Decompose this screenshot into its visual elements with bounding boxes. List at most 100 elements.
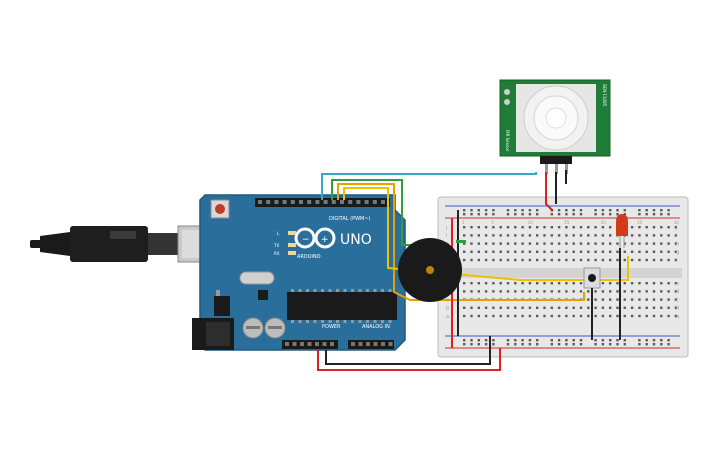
- breadboard-hole: [630, 258, 634, 262]
- breadboard-hole: [499, 258, 502, 262]
- breadboard-hole: [550, 306, 553, 309]
- rail-hole: [645, 339, 648, 342]
- chip-pin: [313, 289, 317, 292]
- breadboard-hole: [477, 258, 480, 262]
- breadboard-hole: [528, 250, 532, 253]
- rail-hole: [557, 343, 561, 346]
- breadboard-hole: [536, 234, 539, 237]
- row-letter: b: [676, 306, 679, 312]
- breadboard-hole: [572, 242, 575, 245]
- rail-hole: [638, 343, 641, 346]
- breadboard-hole: [484, 234, 488, 237]
- breadboard-hole: [674, 306, 678, 309]
- breadboard-hole: [528, 226, 532, 229]
- breadboard-hole: [601, 234, 605, 237]
- analog-pin: [373, 342, 378, 346]
- rail-hole: [506, 209, 510, 212]
- pir-sensor[interactable]: PIR Sensor SEN-13285: [499, 79, 611, 174]
- breadboard-hole: [630, 306, 634, 309]
- rail-hole: [492, 343, 495, 346]
- breadboard-hole: [579, 314, 583, 318]
- breadboard-hole: [506, 258, 510, 262]
- rail-hole: [565, 343, 568, 346]
- breadboard-hole: [543, 226, 546, 229]
- breadboard-hole: [484, 250, 488, 253]
- breadboard-hole: [470, 314, 473, 318]
- breadboard-hole: [463, 306, 466, 309]
- digital-pin: [356, 200, 361, 204]
- breadboard-hole: [660, 314, 663, 318]
- breadboard-hole: [477, 234, 480, 237]
- breadboard-hole: [492, 250, 495, 253]
- arduino-board[interactable]: − + UNO ARDUINO DIGITAL (PWM~) L TX RX O…: [192, 194, 406, 351]
- breadboard-hole: [616, 290, 619, 293]
- breadboard-hole: [616, 242, 619, 245]
- breadboard-hole: [492, 242, 495, 245]
- breadboard-hole: [601, 290, 605, 293]
- breadboard-hole: [492, 282, 495, 285]
- breadboard-hole: [616, 298, 619, 301]
- rail-hole: [572, 213, 575, 216]
- rail-hole: [506, 343, 510, 346]
- rail-hole: [616, 343, 619, 346]
- row-letter: f: [676, 258, 678, 264]
- breadboard-hole: [609, 226, 612, 229]
- digital-pin: [372, 200, 377, 204]
- breadboard-hole: [587, 290, 590, 293]
- breadboard-hole: [579, 250, 583, 253]
- rail-hole: [536, 213, 539, 216]
- column-number: 25: [637, 220, 643, 225]
- breadboard-hole: [572, 226, 575, 229]
- chip-pin: [388, 289, 392, 292]
- breadboard-hole: [557, 250, 561, 253]
- breadboard-hole: [521, 282, 524, 285]
- analog-pin: [388, 342, 393, 346]
- breadboard-hole: [470, 290, 473, 293]
- rail-hole: [477, 209, 480, 212]
- breadboard-hole: [667, 250, 670, 253]
- rail-hole: [594, 343, 597, 346]
- rail-hole: [463, 209, 466, 212]
- breadboard-hole: [660, 290, 663, 293]
- breadboard-hole: [521, 250, 524, 253]
- breadboard-hole: [528, 258, 532, 262]
- row-letter: i: [446, 233, 447, 239]
- chip-pin: [343, 289, 347, 292]
- breadboard-hole: [652, 306, 656, 309]
- analog-pin: [381, 342, 385, 346]
- pushbutton[interactable]: [583, 267, 601, 340]
- rail-hole: [565, 213, 568, 216]
- rail-hole: [506, 213, 510, 216]
- rail-hole: [579, 213, 583, 216]
- breadboard-hole: [638, 250, 641, 253]
- breadboard[interactable]: jjiihhggffeeddccbbaa151015202530: [437, 196, 689, 358]
- breadboard-hole: [660, 226, 663, 229]
- power-pin: [292, 342, 297, 346]
- breadboard-hole: [565, 314, 568, 318]
- breadboard-hole: [594, 258, 597, 262]
- pir-left-text: PIR Sensor: [505, 130, 510, 152]
- breadboard-hole: [514, 314, 517, 318]
- analog-header: [348, 340, 394, 349]
- rail-hole: [557, 339, 561, 342]
- breadboard-hole: [587, 226, 590, 229]
- breadboard-hole: [616, 314, 619, 318]
- piezo-buzzer: [398, 238, 466, 302]
- breadboard-hole: [674, 250, 678, 253]
- rail-hole: [645, 213, 648, 216]
- breadboard-hole: [543, 242, 546, 245]
- breadboard-hole: [499, 290, 502, 293]
- breadboard-hole: [492, 290, 495, 293]
- breadboard-hole: [506, 226, 510, 229]
- breadboard-hole: [579, 306, 583, 309]
- breadboard-hole: [557, 226, 561, 229]
- digital-pin: [282, 200, 287, 204]
- row-letter: c: [676, 297, 679, 303]
- breadboard-hole: [674, 234, 678, 237]
- rail-hole: [536, 209, 539, 212]
- breadboard-hole: [499, 306, 502, 309]
- breadboard-hole: [536, 250, 539, 253]
- rail-hole: [514, 339, 517, 342]
- digital-pin: [266, 200, 271, 204]
- breadboard-hole: [652, 314, 656, 318]
